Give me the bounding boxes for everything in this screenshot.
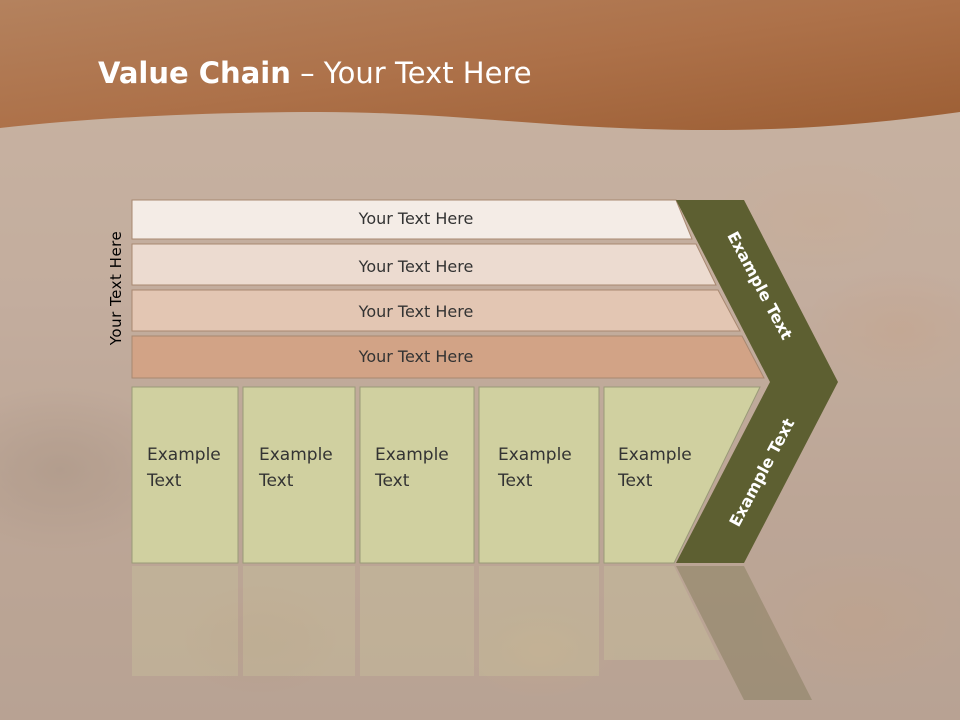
title-rest: – Your Text Here (290, 56, 532, 90)
column-label-3: Example Text (375, 442, 449, 494)
row-label-2: Your Text Here (358, 256, 474, 276)
row-bar-1 (131, 199, 693, 240)
column-label-3-text: Example Text (375, 445, 449, 491)
column-box-5 (603, 386, 761, 564)
row-label-4: Your Text Here (358, 346, 474, 366)
column-box-2 (242, 386, 356, 564)
row-bar-2 (131, 243, 717, 286)
column-label-4-text: Example Text (498, 445, 572, 491)
row-label-1: Your Text Here (358, 208, 474, 228)
column-label-2-text: Example Text (259, 445, 333, 491)
column-label-1: Example Text (147, 442, 221, 494)
column-box-1 (131, 386, 239, 564)
reflection (132, 566, 812, 700)
column-label-1-text: Example Text (147, 445, 221, 491)
column-box-4 (478, 386, 600, 564)
row-bar-3 (131, 289, 741, 332)
column-label-5: Example Text (618, 442, 692, 494)
header-banner (0, 0, 960, 131)
column-label-4: Example Text (498, 442, 572, 494)
chevron-arrow (676, 200, 838, 563)
row-label-3: Your Text Here (358, 301, 474, 321)
column-label-2: Example Text (259, 442, 333, 494)
column-label-5-text: Example Text (618, 445, 692, 491)
title-bold: Value Chain (98, 56, 291, 90)
column-box-3 (359, 386, 475, 564)
slide-title: Value Chain – Your Text Here (98, 56, 532, 90)
row-bar-4 (131, 335, 765, 379)
